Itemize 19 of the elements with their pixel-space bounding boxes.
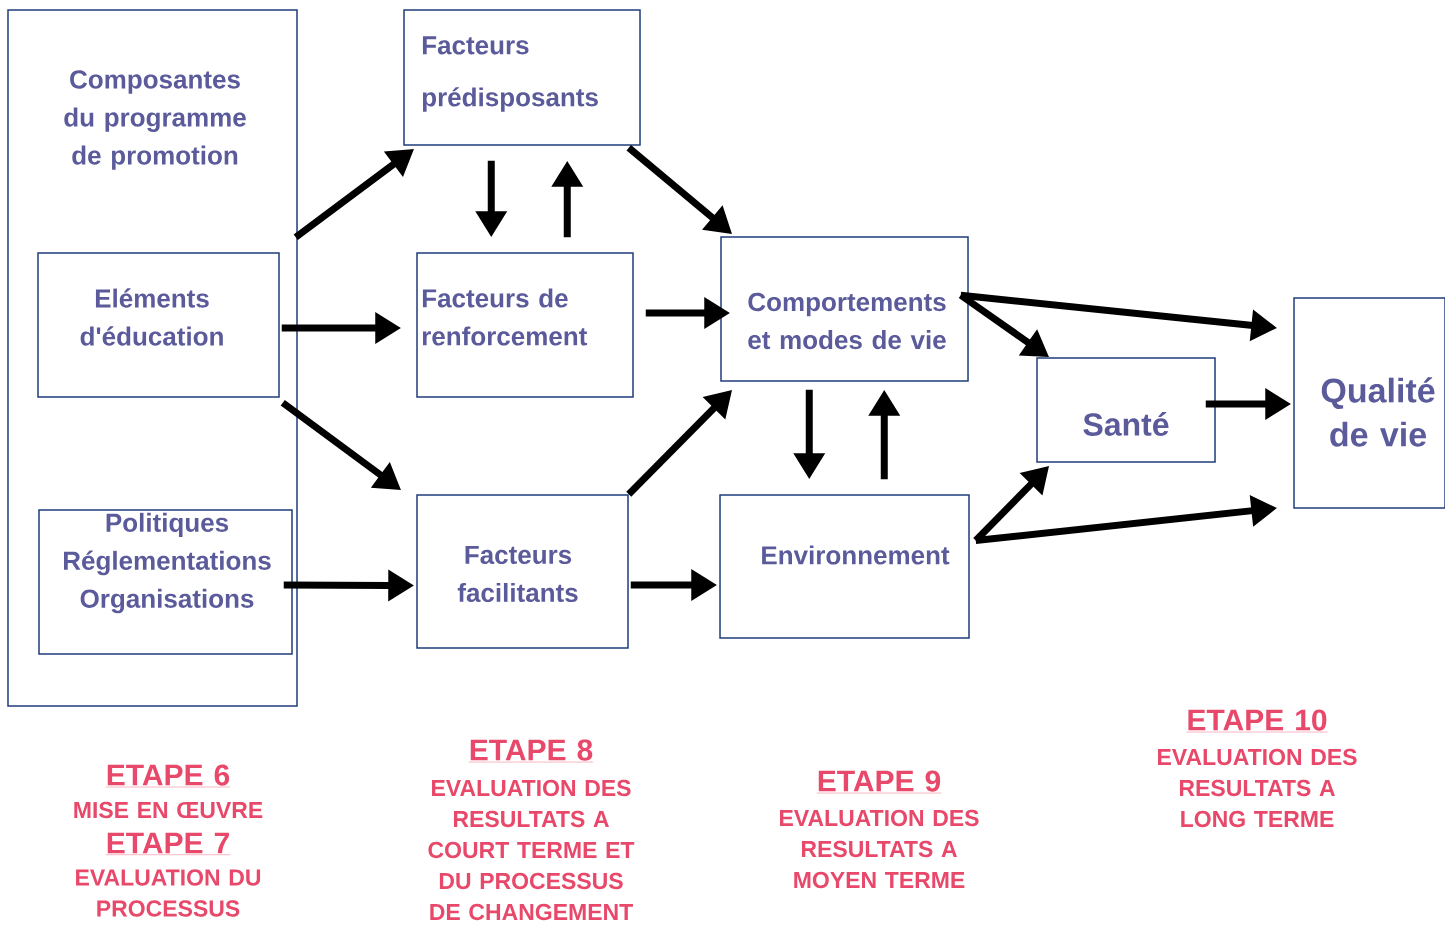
process-box: Santé xyxy=(1036,357,1216,463)
process-box: Comportements et modes de vie xyxy=(720,236,969,382)
stage-heading: ETAPE 10 xyxy=(1186,709,1328,733)
stage-heading: ETAPE 6 xyxy=(105,764,231,788)
stage-description: MISE EN ŒUVRE xyxy=(74,801,263,819)
process-box: Qualité de vie xyxy=(1293,297,1445,509)
process-box: Environnement xyxy=(719,494,970,639)
stage-description: EVALUATION DES RESULTATS A LONG TERME xyxy=(1158,748,1357,828)
stage-heading: ETAPE 8 xyxy=(468,739,594,763)
stage-heading: ETAPE 7 xyxy=(105,832,231,855)
process-box: Facteurs de renforcement xyxy=(416,252,634,398)
process-box: Facteurs facilitants xyxy=(416,494,629,649)
stage-heading: ETAPE 9 xyxy=(816,770,942,794)
process-box: Politiques Réglementations Organisations xyxy=(38,509,293,655)
process-box: Facteurs prédisposants xyxy=(403,9,641,146)
stage-description: EVALUATION DES RESULTATS A MOYEN TERME xyxy=(780,809,979,889)
stage-description: EVALUATION DU PROCESSUS xyxy=(76,869,261,917)
process-box: Eléments d'éducation xyxy=(37,252,280,398)
stage-description: EVALUATION DES RESULTATS A COURT TERME ET DU PROCESSUS DE CHANGEMENT xyxy=(428,779,635,921)
